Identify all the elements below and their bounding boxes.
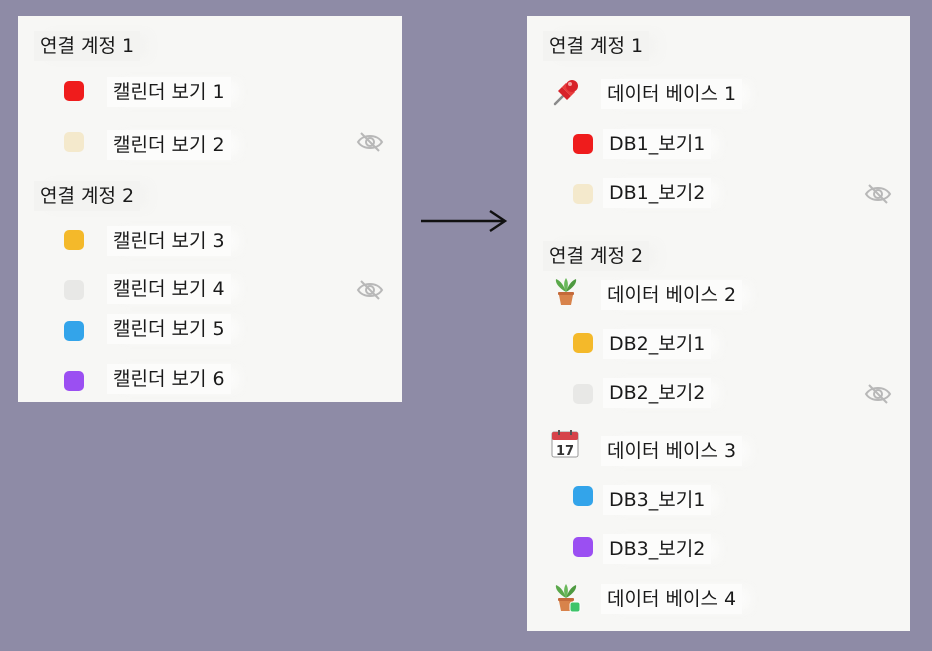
database-item-label[interactable]: 데이터 베이스 2 — [601, 280, 743, 310]
potted-plant-icon — [555, 278, 577, 305]
color-swatch[interactable] — [64, 132, 84, 152]
color-swatch[interactable] — [573, 333, 593, 353]
hidden-eye-icon[interactable] — [864, 183, 892, 205]
hidden-eye-icon[interactable] — [356, 279, 384, 301]
view-item-label[interactable]: DB1_보기2 — [603, 178, 712, 208]
account-header-2: 연결 계정 2 — [34, 181, 141, 211]
view-item-label[interactable]: DB3_보기2 — [603, 534, 712, 564]
calendar-item-label[interactable]: 캘린더 보기 4 — [107, 274, 231, 304]
right-sidebar-panel: 연결 계정 1 데이터 베이스 1 DB1_보기1 DB1_보기2 연결 계정 … — [527, 16, 910, 631]
account-header-2: 연결 계정 2 — [543, 241, 650, 271]
database-item-label[interactable]: 데이터 베이스 3 — [601, 436, 743, 466]
account-header-1: 연결 계정 1 — [543, 31, 650, 61]
calendar-17-icon: 17 — [551, 430, 579, 459]
view-item-label[interactable]: DB2_보기2 — [603, 378, 712, 408]
view-item-label[interactable]: DB2_보기1 — [603, 329, 712, 359]
color-swatch[interactable] — [573, 384, 593, 404]
account-header-1: 연결 계정 1 — [34, 31, 141, 61]
hidden-eye-icon[interactable] — [356, 131, 384, 153]
left-sidebar-panel: 연결 계정 1 캘린더 보기 1 캘린더 보기 2 연결 계정 2 캘린더 보기… — [18, 16, 402, 402]
color-swatch[interactable] — [64, 321, 84, 341]
calendar-item-label[interactable]: 캘린더 보기 3 — [107, 226, 231, 256]
hidden-eye-icon[interactable] — [864, 383, 892, 405]
color-swatch[interactable] — [573, 486, 593, 506]
database-item-label[interactable]: 데이터 베이스 1 — [601, 79, 743, 109]
right-arrow-icon — [421, 210, 508, 232]
color-swatch[interactable] — [64, 371, 84, 391]
calendar-item-label[interactable]: 캘린더 보기 5 — [107, 314, 231, 344]
view-item-label[interactable]: DB1_보기1 — [603, 129, 712, 159]
database-item-label[interactable]: 데이터 베이스 4 — [601, 584, 743, 614]
color-swatch[interactable] — [573, 134, 593, 154]
calendar-item-label[interactable]: 캘린더 보기 2 — [107, 130, 231, 160]
color-swatch[interactable] — [64, 81, 84, 101]
svg-text:17: 17 — [556, 444, 574, 459]
color-swatch[interactable] — [573, 184, 593, 204]
pushpin-icon — [553, 80, 578, 106]
color-swatch[interactable] — [64, 230, 84, 250]
color-swatch[interactable] — [64, 280, 84, 300]
calendar-item-label[interactable]: 캘린더 보기 6 — [107, 364, 231, 394]
potted-plant-green-badge-icon — [555, 584, 581, 613]
view-item-label[interactable]: DB3_보기1 — [603, 485, 712, 515]
calendar-item-label[interactable]: 캘린더 보기 1 — [107, 77, 231, 107]
color-swatch[interactable] — [573, 537, 593, 557]
